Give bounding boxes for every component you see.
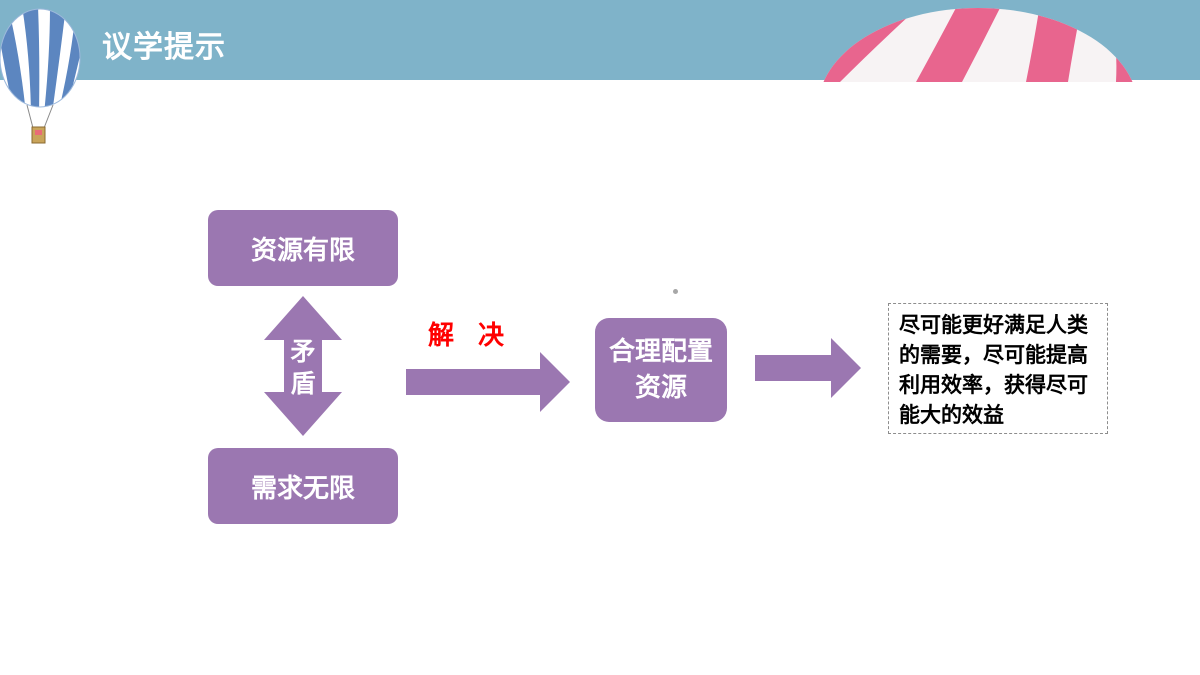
hot-air-balloon-icon — [0, 8, 81, 144]
right-arrow-icon — [406, 352, 570, 412]
right-arrow-icon — [755, 338, 861, 398]
page-title: 议学提示 — [102, 30, 226, 65]
double-arrow-icon — [264, 296, 342, 436]
limited-resources-box: 资源有限 — [208, 210, 398, 286]
hot-air-balloon-icon — [818, 8, 1138, 82]
allocate-resources-box: 合理配置资源 — [595, 318, 727, 422]
result-text-box: 尽可能更好满足人类的需要，尽可能提高利用效率，获得尽可能大的效益 — [888, 303, 1108, 434]
solve-label: 解决 — [428, 321, 529, 351]
conflict-label: 矛盾 — [290, 337, 316, 398]
decorative-dot — [673, 289, 678, 294]
unlimited-demand-box: 需求无限 — [208, 448, 398, 524]
